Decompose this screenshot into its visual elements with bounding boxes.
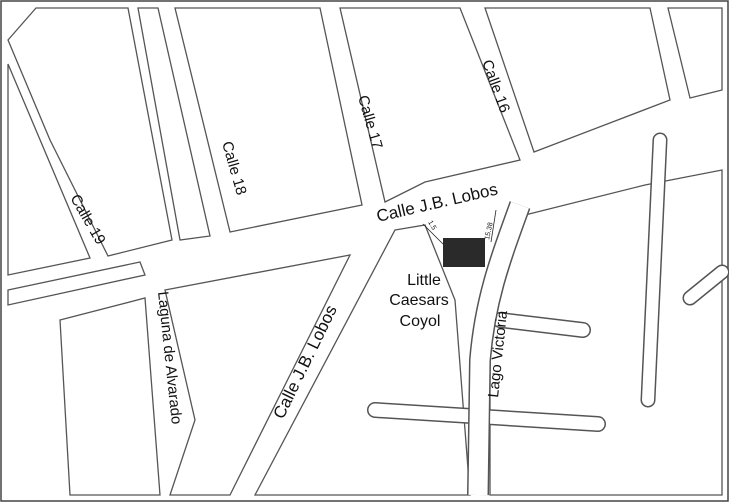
block-lower-left: [59, 297, 161, 496]
dimension-line-left: [422, 223, 444, 245]
block-left-lower-strip: [7, 261, 146, 306]
block-lower-middle: [253, 224, 471, 496]
block-calle-19-18: [137, 7, 211, 241]
little-caesars-building: [443, 238, 485, 267]
city-blocks: [7, 7, 723, 496]
poi-label-little: Little: [407, 272, 441, 289]
dimension-label-right: 15.38: [484, 222, 495, 241]
poi-label-coyol: Coyol: [400, 313, 441, 330]
block-calle-17-16: [339, 7, 521, 203]
inner-roads: [367, 132, 729, 432]
block-laguna-diagonal: [164, 254, 352, 496]
block-calle-18-17: [174, 7, 363, 233]
poi-label-caesars: Caesars: [389, 292, 449, 309]
block-top-right: [484, 7, 671, 153]
block-left-edge: [7, 63, 91, 276]
block-far-top-right: [667, 7, 723, 99]
block-top-left: [7, 7, 173, 257]
dimension-label-left: 1.5: [426, 220, 437, 232]
dimension-line-right: [490, 209, 497, 243]
